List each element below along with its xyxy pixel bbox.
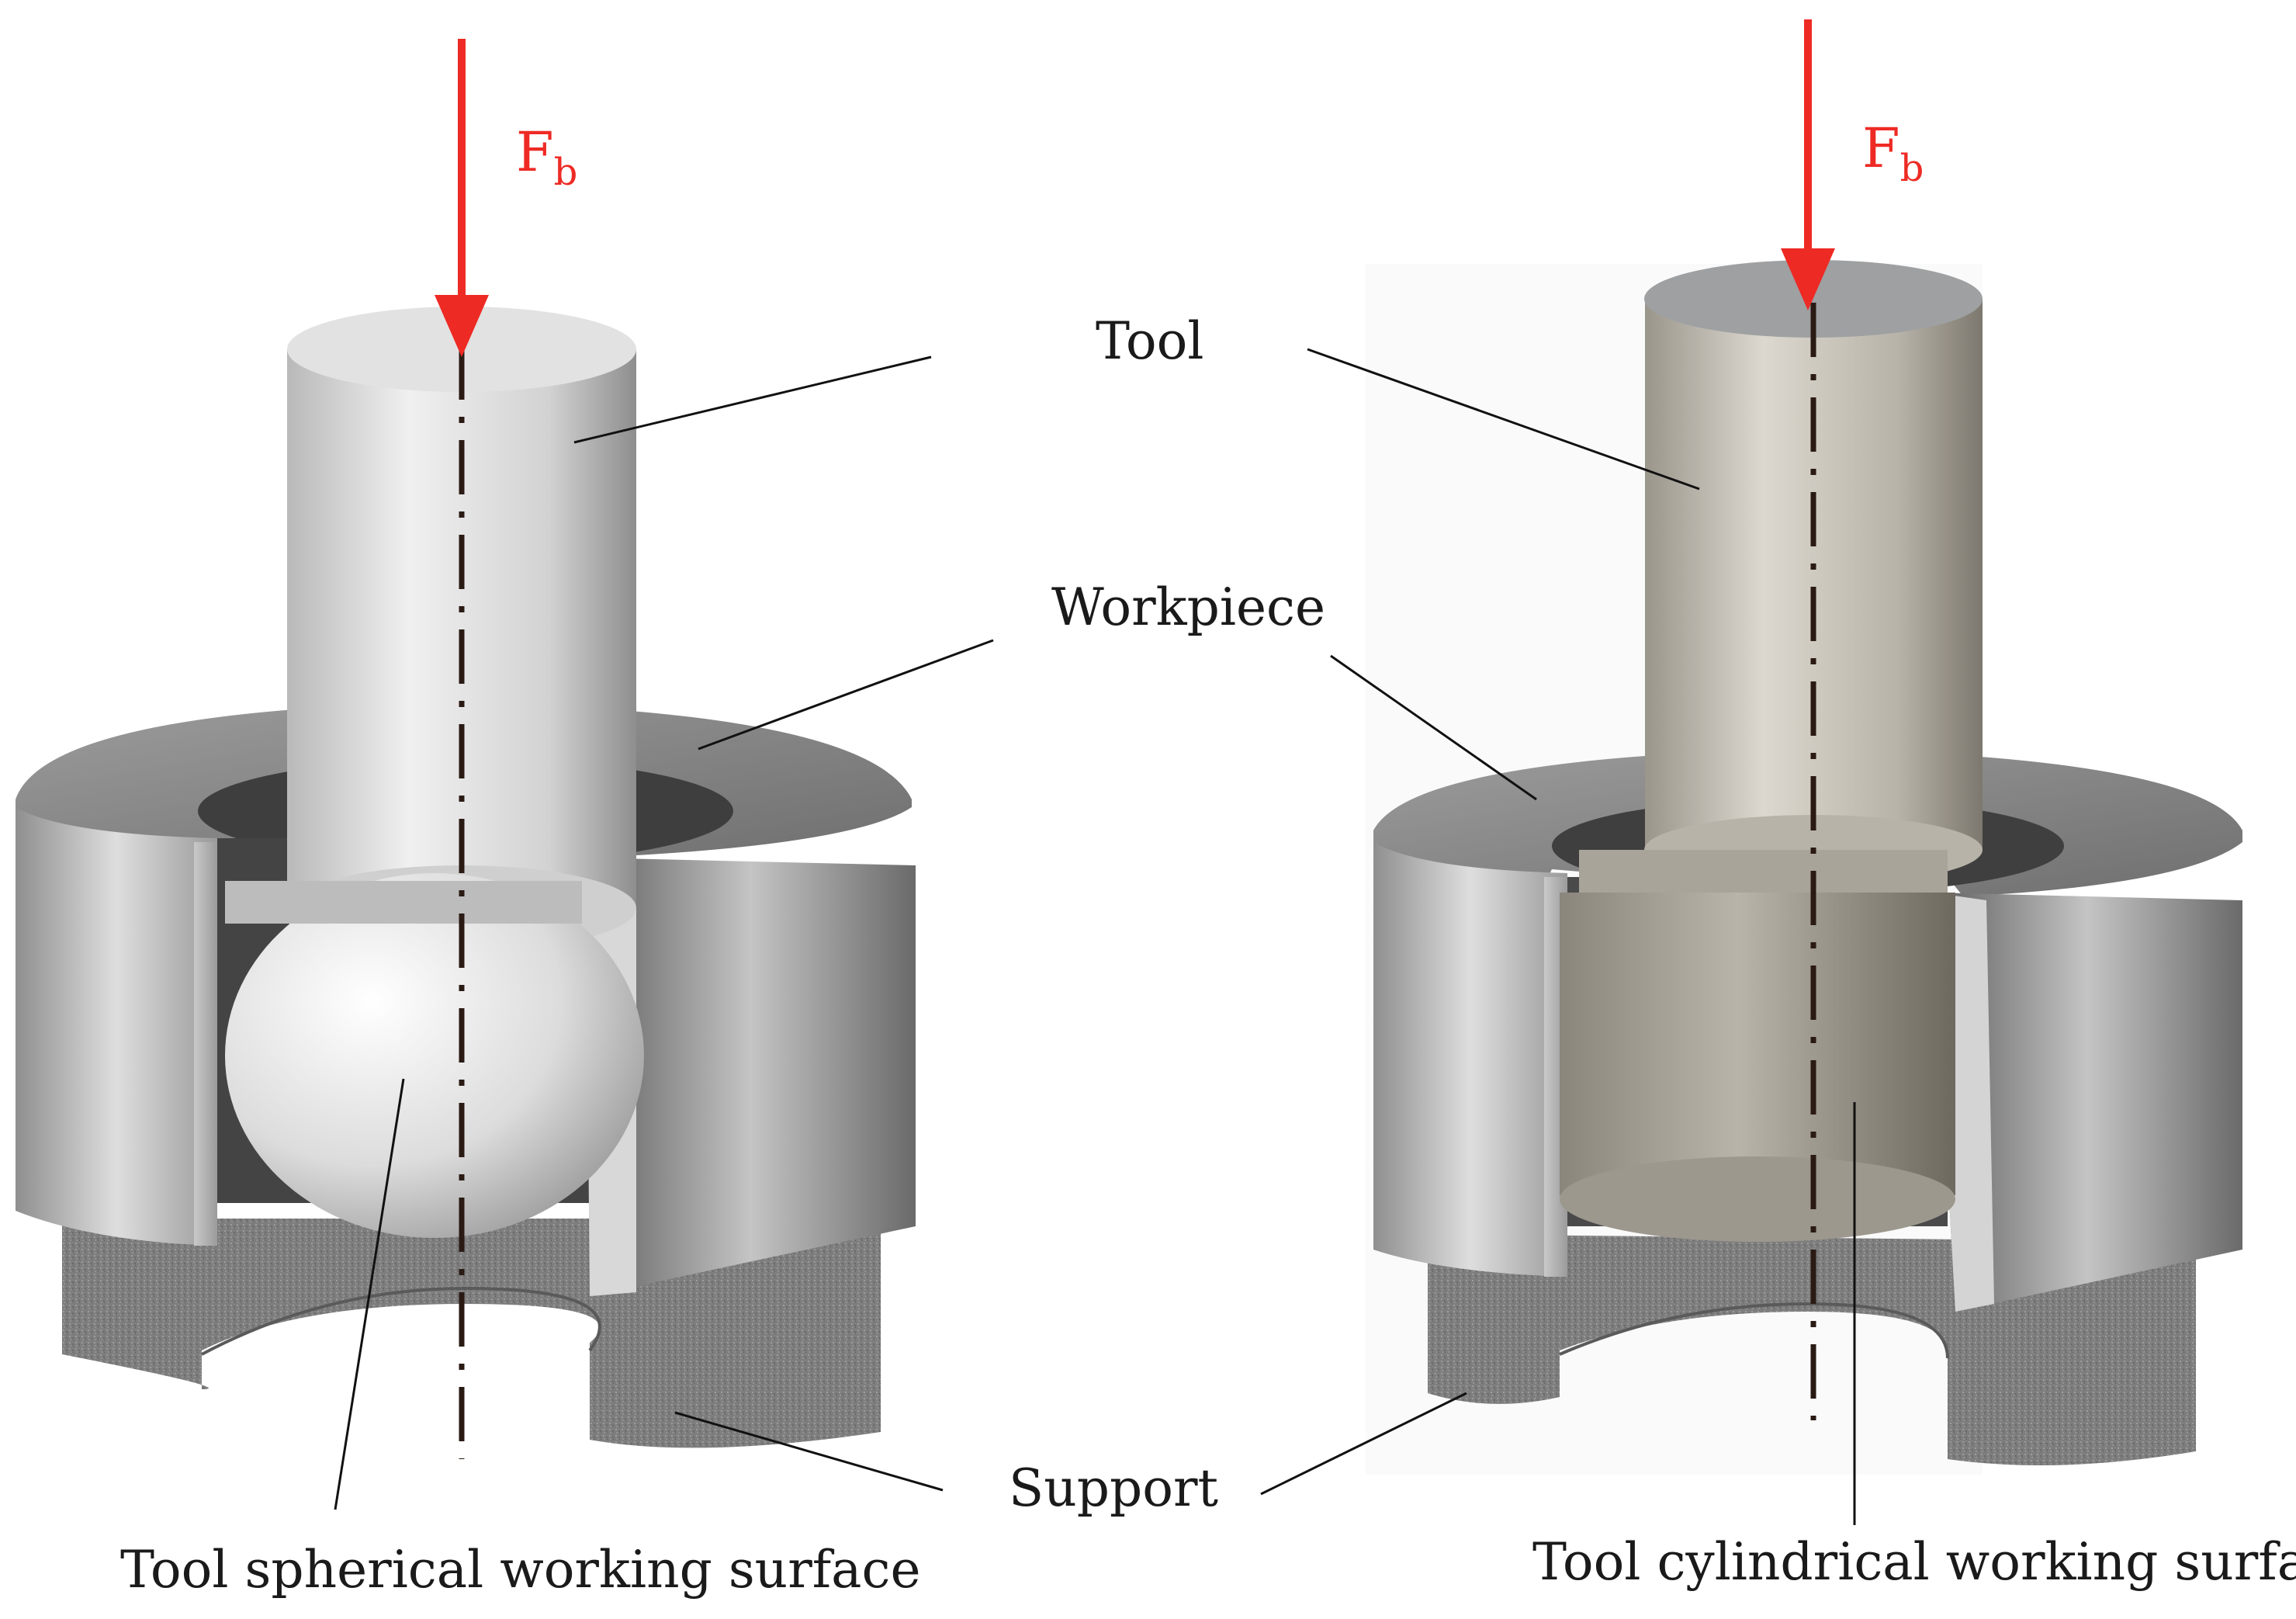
left-force-label: Fb bbox=[516, 120, 577, 194]
leader-workpiece-left bbox=[698, 639, 994, 751]
support-label: Support bbox=[1009, 1458, 1218, 1518]
cylindrical-working-surface bbox=[1560, 893, 1955, 1195]
right-assembly: Fb bbox=[1366, 19, 2242, 1475]
spherical-working-surface bbox=[225, 873, 644, 1238]
workpiece-label: Workpiece bbox=[1051, 577, 1325, 637]
left-force-arrow bbox=[435, 39, 489, 357]
leader-spherical-surface bbox=[334, 1078, 405, 1510]
right-force-label: Fb bbox=[1862, 116, 1924, 190]
right-force-arrow bbox=[1781, 19, 1835, 310]
tool-label: Tool bbox=[1096, 311, 1203, 371]
leader-tool-left bbox=[573, 355, 932, 444]
leader-lines bbox=[334, 348, 1856, 1525]
leader-support-right bbox=[1260, 1392, 1467, 1496]
leader-support-left bbox=[674, 1411, 944, 1492]
left-assembly: Fb bbox=[16, 39, 916, 1459]
cylindrical-surface-label: Tool cylindrical working surface bbox=[1532, 1532, 2296, 1592]
leader-workpiece-right bbox=[1330, 654, 1537, 801]
spherical-surface-label: Tool spherical working surface bbox=[120, 1540, 921, 1600]
leader-tool-right bbox=[1307, 348, 1700, 491]
left-tool bbox=[225, 307, 644, 1238]
